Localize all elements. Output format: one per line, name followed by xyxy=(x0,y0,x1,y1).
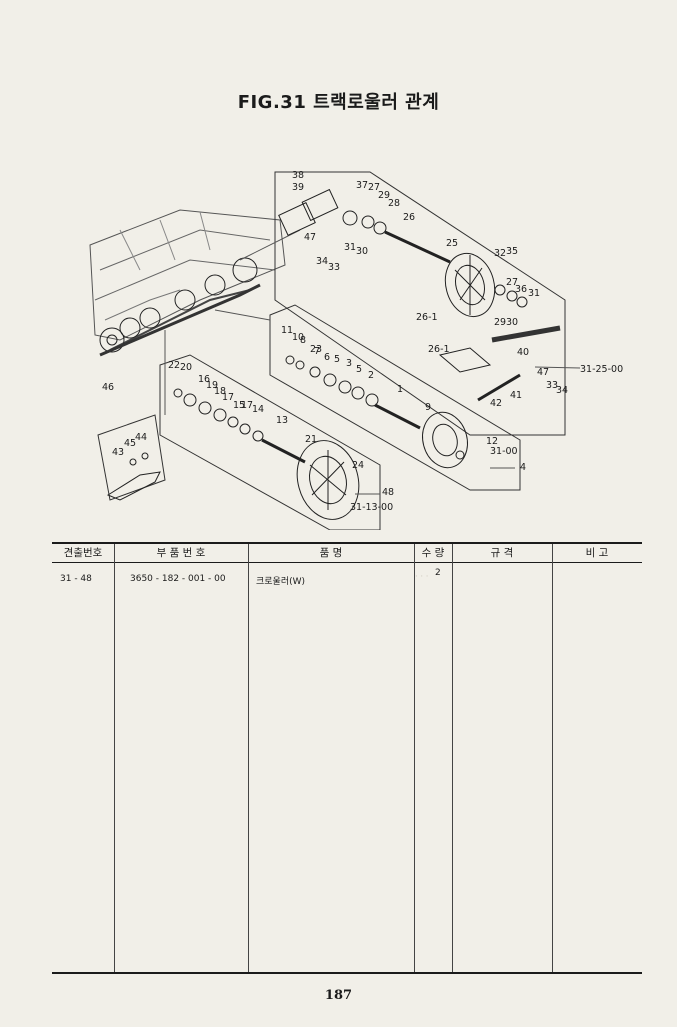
callout-label: 7 xyxy=(314,346,320,357)
header-part-no: 부 품 번 호 xyxy=(156,547,206,559)
callout-label: 29 xyxy=(378,190,390,201)
callout-label: 3 xyxy=(346,358,352,369)
parts-table: 견출번호 부 품 번 호 품 명 수 량 규 격 비 고 31 - 48 365… xyxy=(52,542,642,974)
callout-label: 33 xyxy=(328,262,340,273)
callout-label: 1 xyxy=(397,384,403,395)
callout-label: 11 xyxy=(281,325,293,336)
header-spec: 규 격 xyxy=(490,547,514,559)
callout-label: 26-1 xyxy=(416,312,438,323)
callout-label: 28 xyxy=(388,198,400,209)
figure-title: FIG.31 트랙로울러 관계 xyxy=(237,92,440,113)
row-part-name: 크로울러(W) xyxy=(256,577,306,587)
column-divider xyxy=(414,544,415,972)
callout-label: 22 xyxy=(168,360,180,371)
callout-label: 2 xyxy=(368,370,374,381)
callout-label: 17 xyxy=(222,392,234,403)
callout-label: 10 xyxy=(292,332,304,343)
table-header-rule xyxy=(52,562,642,563)
callout-label: 30 xyxy=(506,317,518,328)
callout-label: 31-00 xyxy=(490,446,518,457)
exploded-view-drawing: 3839372729282647313034332532352736312930… xyxy=(89,170,623,530)
callout-label: 25 xyxy=(446,238,458,249)
callout-label: 47 xyxy=(304,232,316,243)
callout-label: 9 xyxy=(425,402,431,413)
header-part-name: 품 명 xyxy=(319,547,343,559)
callout-label: 47 xyxy=(537,367,549,378)
callout-label: 13 xyxy=(276,415,288,426)
header-note: 비 고 xyxy=(585,547,609,559)
callout-label: 14 xyxy=(252,404,264,415)
callout-label: 16 xyxy=(198,374,210,385)
callout-label: 42 xyxy=(490,398,502,409)
callout-label: 39 xyxy=(292,182,304,193)
callout-label: 17 xyxy=(241,400,253,411)
callout-label: 20 xyxy=(180,362,192,373)
callout-label: 31-25-00 xyxy=(580,364,623,375)
callout-label: 35 xyxy=(506,246,518,257)
table-bottom-rule xyxy=(52,972,642,974)
callout-label: 12 xyxy=(486,436,498,447)
callout-label: 21 xyxy=(305,434,317,445)
callout-label: 30 xyxy=(356,246,368,257)
callout-label: 34 xyxy=(316,256,328,267)
callout-label: 34 xyxy=(556,385,568,396)
callout-label: 15 xyxy=(233,400,245,411)
callout-label: 41 xyxy=(510,390,522,401)
callout-label: 26 xyxy=(403,212,415,223)
callout-label: 19 xyxy=(206,380,218,391)
column-divider xyxy=(452,544,453,972)
callout-label: 48 xyxy=(382,487,394,498)
callout-label: 38 xyxy=(292,170,304,181)
callout-label: 37 xyxy=(356,180,368,191)
callout-label: 44 xyxy=(135,432,147,443)
callout-label: 4 xyxy=(520,462,526,473)
callout-label: 24 xyxy=(352,460,364,471)
header-qty: 수 량 xyxy=(421,547,445,559)
callout-label: 36 xyxy=(515,284,527,295)
callout-label: 31-13-00 xyxy=(350,502,393,513)
callout-label: 27 xyxy=(368,182,380,193)
callout-label: 31 xyxy=(344,242,356,253)
callout-label: 43 xyxy=(112,447,124,458)
column-divider xyxy=(552,544,553,972)
callout-label: 27 xyxy=(506,277,518,288)
callout-label: 45 xyxy=(124,438,136,449)
callout-label: 31 xyxy=(528,288,540,299)
callout-label: 26-1 xyxy=(428,344,450,355)
row-part-no: 3650 - 182 - 001 - 00 xyxy=(130,574,226,584)
header-ref-no: 견출번호 xyxy=(63,547,103,559)
page-number: 187 xyxy=(324,988,353,1003)
callout-label: 6 xyxy=(324,352,330,363)
row-ref-no: 31 - 48 xyxy=(60,574,92,584)
bleed-through-text: · · · xyxy=(415,572,429,582)
callout-label: 46 xyxy=(102,382,114,393)
callout-label: 8 xyxy=(300,335,306,346)
callout-label: 5 xyxy=(356,364,362,375)
callout-label: 29 xyxy=(494,317,506,328)
column-divider xyxy=(248,544,249,972)
table-top-rule xyxy=(52,542,642,544)
callout-label: 5 xyxy=(334,354,340,365)
callout-label: 40 xyxy=(517,347,529,358)
callout-label: 23 xyxy=(310,344,322,355)
callout-label: 32 xyxy=(494,248,506,259)
callout-label: 33 xyxy=(546,380,558,391)
column-divider xyxy=(114,544,115,972)
callout-label: 18 xyxy=(214,386,226,397)
row-qty: 2 xyxy=(435,568,441,578)
